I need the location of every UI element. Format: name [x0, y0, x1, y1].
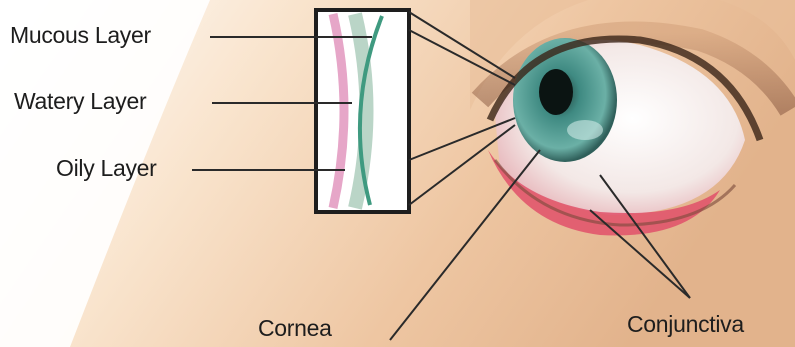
label-cornea: Cornea	[258, 317, 332, 340]
label-mucous-layer: Mucous Layer	[10, 24, 151, 47]
iris-reflection	[567, 120, 603, 140]
label-oily-layer: Oily Layer	[56, 157, 157, 180]
label-watery-layer: Watery Layer	[14, 90, 146, 113]
label-conjunctiva: Conjunctiva	[627, 313, 744, 336]
pupil	[539, 69, 573, 115]
